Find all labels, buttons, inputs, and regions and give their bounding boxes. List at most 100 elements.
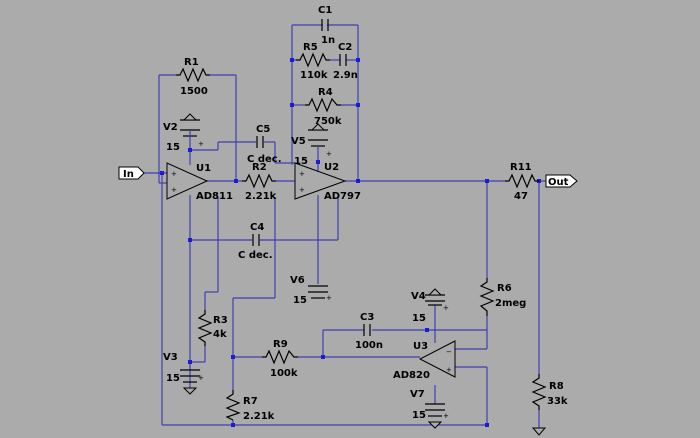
resistor-r6-name: R6 [497,283,512,294]
ground-icon [531,427,547,436]
source-v6-value: 15 [293,295,307,306]
capacitor-c3[interactable]: C3 100n [355,312,383,351]
resistor-r2-name: R2 [252,162,267,173]
resistor-r5-symbol [296,52,330,68]
capacitor-c1-gap [323,18,327,32]
in-port-label: In [123,169,134,180]
out-port-flag [545,174,578,188]
resistor-r5-name: R5 [303,42,318,53]
source-v3-arrow [182,387,198,395]
capacitor-c1-value: 1n [321,35,335,46]
resistor-r1-symbol [176,67,210,83]
opamp-u1[interactable]: + + U1 AD811 [166,162,233,202]
source-v4-value: 15 [412,313,426,324]
resistor-r11-name: R11 [510,162,532,173]
resistor-r7[interactable]: R7 2.21k [225,390,275,422]
opamp-u3-model: AD820 [393,370,430,381]
resistor-r4[interactable]: R4 750k [305,87,342,127]
source-v6-name: V6 [290,275,305,286]
source-v3-value: 15 [166,373,180,384]
source-v7-plus: + [443,412,449,420]
source-v7-arrow [427,421,443,429]
capacitor-c4-value: C dec. [238,250,273,261]
opamp-u1-model: AD811 [196,191,233,202]
source-v4-arrow [427,288,443,296]
resistor-r5-value: 110k [300,70,328,81]
source-v7[interactable]: + V7 15 [410,389,449,429]
source-v5[interactable]: + V5 15 [291,123,332,167]
resistor-r3-symbol [197,310,213,346]
resistor-r11[interactable]: R11 47 [505,162,539,202]
capacitor-c4[interactable]: C4 C dec. [238,222,273,261]
resistor-r1-name: R1 [184,57,199,68]
source-v4[interactable]: + V4 15 [411,288,449,324]
capacitor-c5[interactable]: C5 C dec. [247,124,282,165]
opamp-u3-minus-pin: − [446,348,452,356]
source-v5-arrow [310,123,326,131]
resistor-r2[interactable]: R2 2.21k [242,162,277,202]
resistor-r4-symbol [305,97,341,113]
capacitor-c1[interactable]: C1 1n [318,5,335,46]
opamp-u3-plus-pin: + [446,366,452,374]
source-v2-plus: + [198,140,204,148]
resistor-r1[interactable]: R1 1500 [176,57,210,97]
opamp-u3-triangle [418,340,456,378]
resistor-r8-value: 33k [547,396,568,407]
source-v2[interactable]: + V2 15 [163,113,204,153]
resistor-r11-value: 47 [514,191,528,202]
resistor-r6-value: 2meg [495,298,526,309]
source-v3[interactable]: + V3 15 [163,352,204,395]
source-v3-plus: + [198,374,204,382]
source-v5-value: 15 [294,156,308,167]
resistor-r2-value: 2.21k [245,191,277,202]
capacitor-c3-name: C3 [360,312,374,323]
opamp-u1-plus-pin: + [171,170,177,178]
junctions [160,58,541,427]
opamp-u1-triangle [166,162,209,200]
opamp-u2-model: AD797 [324,191,361,202]
capacitor-c2-name: C2 [338,42,352,53]
resistor-r8[interactable]: R8 33k [531,374,568,410]
resistor-r5[interactable]: R5 110k [296,42,330,81]
in-port-flag [118,166,145,180]
source-v2-name: V2 [163,122,178,133]
opamp-u2-plus-pin: + [299,170,305,178]
resistor-r3[interactable]: R3 4k [197,310,228,346]
capacitor-c2-value: 2.9n [333,70,358,81]
opamp-u1-minus-pin: + [171,186,177,194]
capacitor-c3-value: 100n [355,340,383,351]
input-port[interactable]: In [118,166,145,180]
resistor-r9-name: R9 [273,339,288,350]
resistor-r9-symbol [262,349,298,365]
out-port-label: Out [548,177,569,188]
resistor-r1-value: 1500 [180,86,208,97]
source-v7-name: V7 [410,389,425,400]
source-v3-name: V3 [163,352,178,363]
ground-symbol [531,427,547,436]
resistor-r11-symbol [505,173,539,189]
resistor-r4-value: 750k [314,116,342,127]
opamp-u1-name: U1 [196,163,211,174]
capacitor-c2[interactable]: C2 2.9n [333,42,358,81]
resistor-r3-name: R3 [213,315,228,326]
source-v7-value: 15 [412,410,426,421]
source-v6[interactable]: + V6 15 [290,275,332,306]
source-v2-arrow [182,113,198,121]
output-port[interactable]: Out [545,174,578,188]
opamp-u3[interactable]: − + U3 AD820 [393,340,456,381]
opamp-u2[interactable]: + + U2 AD797 [294,162,361,202]
source-v4-name: V4 [411,291,426,302]
source-v5-name: V5 [291,136,306,147]
resistor-r6[interactable]: R6 2meg [479,278,526,316]
capacitor-c5-value: C dec. [247,154,282,165]
capacitor-c2-gap [340,53,346,67]
source-v4-plus: + [443,304,449,312]
opamp-u2-name: U2 [324,162,339,173]
resistor-r6-symbol [479,278,495,316]
capacitor-c4-name: C4 [250,222,264,233]
opamp-u2-triangle [294,162,347,200]
resistor-r9[interactable]: R9 100k [262,339,298,379]
resistor-r3-value: 4k [213,329,227,340]
opamp-u3-name: U3 [413,341,428,352]
